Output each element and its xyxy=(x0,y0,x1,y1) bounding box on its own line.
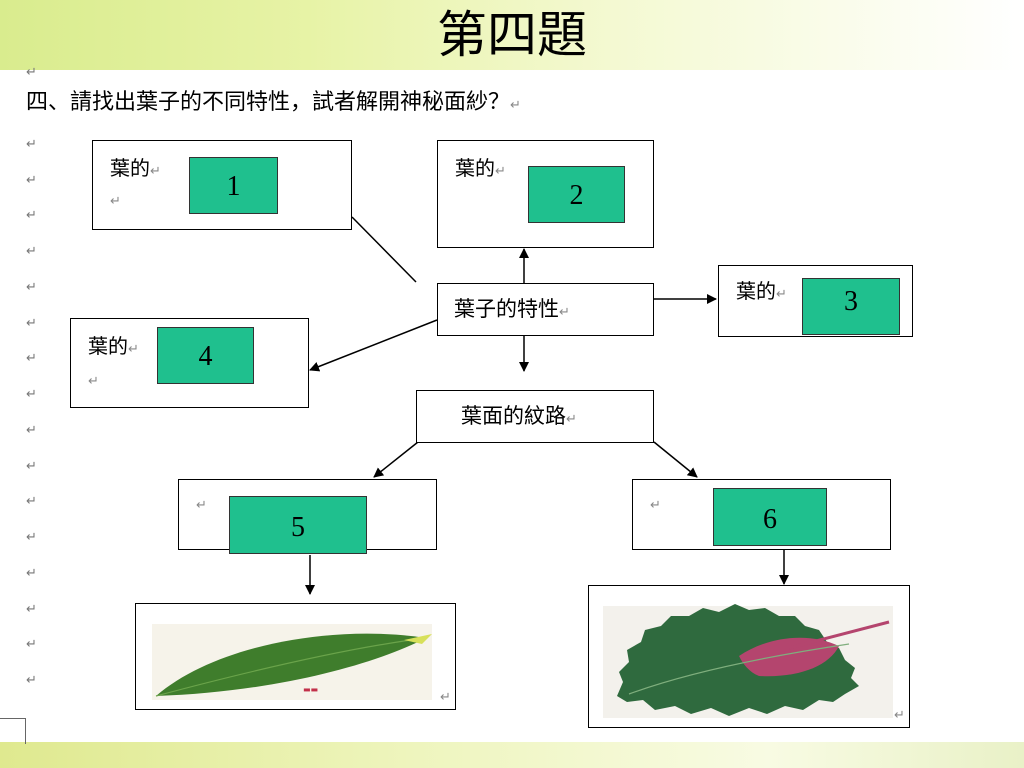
box-3-label: 葉的↵ xyxy=(736,279,787,307)
return-mark: ↵ xyxy=(440,690,451,705)
footer-band xyxy=(0,742,1024,768)
box-2-label-text: 葉的 xyxy=(455,156,495,180)
return-mark: ↵ xyxy=(650,498,661,513)
return-mark: ↵ xyxy=(110,194,121,209)
corner-mark xyxy=(0,718,26,744)
svg-text:▬▬: ▬▬ xyxy=(303,685,318,694)
return-mark: ↵ xyxy=(566,412,577,427)
box-4-label: 葉的↵ xyxy=(88,334,139,362)
arrow-vein-to-box6 xyxy=(653,441,698,478)
leaf-image-frame-2: ↵ xyxy=(588,585,910,728)
number-box-2[interactable]: 2 xyxy=(528,166,625,223)
box-1-label: 葉的↵ xyxy=(110,156,161,184)
return-mark: ↵ xyxy=(150,164,161,179)
center-label: 葉子的特性↵ xyxy=(454,297,570,325)
paragraph-mark: ↵ xyxy=(26,208,37,223)
paragraph-mark: ↵ xyxy=(26,423,37,438)
box-4-label-text: 葉的 xyxy=(88,334,128,358)
paragraph-mark: ↵ xyxy=(26,244,37,259)
leaf-image-frame-1: ▬▬ ↵ xyxy=(135,603,456,710)
paragraph-mark: ↵ xyxy=(26,316,37,331)
return-mark: ↵ xyxy=(88,374,99,389)
paragraph-mark: ↵ xyxy=(26,673,37,688)
toothed-leaf-image xyxy=(603,604,893,718)
paragraph-mark: ↵ xyxy=(26,137,37,152)
return-mark: ↵ xyxy=(894,708,905,723)
number-box-5[interactable]: 5 xyxy=(229,496,367,554)
narrow-leaf-image: ▬▬ xyxy=(152,624,432,700)
arrow-center-to-box4 xyxy=(309,319,438,372)
center-label-text: 葉子的特性 xyxy=(454,297,559,321)
question-label: 四、請找出葉子的不同特性，試者解開神秘面紗？ xyxy=(26,90,511,115)
return-mark: ↵ xyxy=(510,98,521,113)
return-mark: ↵ xyxy=(776,287,787,302)
connector-center-to-box1 xyxy=(351,216,417,283)
paragraph-mark: ↵ xyxy=(26,351,37,366)
number-box-6[interactable]: 6 xyxy=(713,488,827,546)
paragraph-mark: ↵ xyxy=(26,494,37,509)
vein-box xyxy=(416,390,654,443)
number-box-4[interactable]: 4 xyxy=(157,327,254,384)
question-text: 四、請找出葉子的不同特性，試者解開神秘面紗？↵ xyxy=(26,88,521,121)
number-box-1[interactable]: 1 xyxy=(189,157,278,214)
number-box-3[interactable]: 3 xyxy=(802,278,900,335)
paragraph-mark: ↵ xyxy=(26,602,37,617)
paragraph-mark: ↵ xyxy=(26,387,37,402)
arrow-vein-to-box5 xyxy=(373,441,419,478)
paragraph-mark: ↵ xyxy=(26,280,37,295)
paragraph-mark: ↵ xyxy=(26,65,37,80)
paragraph-mark: ↵ xyxy=(26,566,37,581)
slide-title: 第四題 xyxy=(437,6,587,64)
paragraph-mark: ↵ xyxy=(26,530,37,545)
return-mark: ↵ xyxy=(559,305,570,320)
paragraph-mark: ↵ xyxy=(26,459,37,474)
box-3-label-text: 葉的 xyxy=(736,279,776,303)
center-box xyxy=(437,283,654,336)
return-mark: ↵ xyxy=(128,342,139,357)
vein-label-text: 葉面的紋路 xyxy=(461,404,566,428)
vein-label: 葉面的紋路↵ xyxy=(461,404,577,432)
return-mark: ↵ xyxy=(196,498,207,513)
paragraph-mark: ↵ xyxy=(26,173,37,188)
return-mark: ↵ xyxy=(495,164,506,179)
box-2-label: 葉的↵ xyxy=(455,156,506,184)
box-1-label-text: 葉的 xyxy=(110,156,150,180)
header-band xyxy=(0,0,1024,70)
paragraph-mark: ↵ xyxy=(26,637,37,652)
